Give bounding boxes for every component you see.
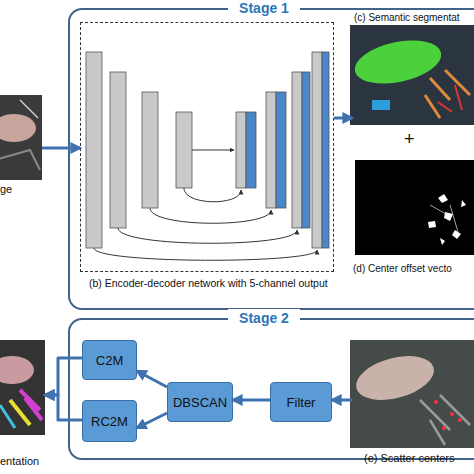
flow-arrow	[334, 117, 352, 120]
box-label: DBSCAN	[173, 395, 227, 410]
encoder-bars-part	[176, 112, 192, 188]
output-photo-part	[0, 405, 15, 428]
encoder-bars	[86, 52, 192, 248]
process-box: C2M	[82, 340, 137, 380]
segmentation-photo-part	[438, 85, 462, 112]
segmentation-photo-part	[351, 33, 445, 90]
input-photo-part	[0, 150, 40, 170]
input-photo-part	[0, 114, 36, 142]
scatter-photo-part	[420, 395, 470, 445]
network-box: (b) Encoder-decoder network with 5-chann…	[80, 22, 334, 272]
panel-caption: (c) Semantic segmentat	[354, 12, 460, 24]
plus-sign: +	[404, 129, 415, 149]
panel-caption: (b) Encoder-decoder network with 5-chann…	[89, 277, 328, 289]
process-box: DBSCAN	[167, 382, 233, 422]
box-label: C2M	[96, 353, 123, 368]
box-label: Filter	[287, 395, 316, 410]
output-photo-part	[10, 400, 30, 425]
skip-connections-part	[118, 228, 297, 243]
skip-connections-part	[192, 150, 234, 151]
scatter-image: (e) Scatter centers	[352, 342, 474, 450]
stage-title: Stage 2	[228, 309, 300, 327]
decoder-bars-part	[266, 92, 276, 208]
decoder-bars	[236, 52, 329, 248]
output-image: entation	[0, 340, 45, 435]
flow-arrow	[233, 399, 270, 402]
panel-caption: (d) Center offset vecto	[353, 263, 452, 275]
scatter-photo-part	[350, 340, 474, 448]
panel-caption: (e) Scatter centers	[364, 452, 454, 464]
scatter-photo-part	[450, 412, 454, 416]
decoder-bars-part	[312, 52, 322, 248]
segmentation-photo-part	[350, 25, 474, 125]
stage-title: Stage 1	[228, 0, 300, 17]
offset-vector-photo	[355, 160, 474, 255]
input-photo	[0, 95, 42, 180]
output-photo-part	[0, 356, 34, 384]
process-box: RC2M	[82, 400, 137, 442]
scatter-photo-part	[434, 400, 438, 404]
encoder-bars-part	[142, 92, 158, 208]
input-photo-part	[0, 95, 42, 180]
encoder-bars-part	[86, 52, 102, 248]
process-box: Filter	[270, 382, 332, 422]
offset-vector-photo-part	[430, 205, 458, 232]
decoder-bars-part	[322, 52, 329, 248]
flow-arrow	[45, 358, 82, 395]
scatter-photo	[350, 340, 474, 448]
skip-connections-part	[184, 188, 241, 202]
scatter-photo-part	[458, 418, 462, 422]
scatter-photo-part	[351, 348, 439, 407]
flow-arrow	[137, 371, 167, 387]
decoder-bars-part	[236, 112, 246, 188]
segmentation-photo-part	[372, 100, 390, 110]
decoder-bars-part	[276, 92, 286, 208]
offset-vector-photo-part	[355, 160, 474, 255]
decoder-bars-part	[292, 72, 302, 228]
segmentation-image: (c) Semantic segmentat	[352, 27, 474, 127]
scatter-photo-part	[442, 426, 446, 430]
skip-connections	[94, 150, 317, 260]
segmentation-photo	[350, 25, 474, 125]
skip-connections-part	[150, 208, 271, 223]
flow-arrow	[332, 399, 352, 402]
skip-connections-part	[94, 248, 317, 260]
output-photo	[0, 340, 45, 435]
panel-caption: ge	[0, 183, 12, 195]
box-label: RC2M	[91, 414, 128, 429]
segmentation-photo-part	[425, 70, 470, 118]
decoder-bars-part	[246, 112, 256, 188]
flow-arrow	[42, 147, 80, 150]
flow-arrow	[45, 395, 82, 420]
stage-band: Stage 2C2MDBSCANFilter(e) Scatter center…	[68, 318, 474, 460]
offset-image: (d) Center offset vecto	[357, 162, 474, 257]
panel-caption: entation	[0, 455, 39, 467]
flow-arrow	[137, 413, 167, 428]
stage-band: Stage 1(b) Encoder-decoder network with …	[68, 8, 474, 310]
input-image: ge	[0, 95, 42, 180]
offset-vector-photo-part	[428, 194, 466, 245]
decoder-bars-part	[302, 72, 310, 228]
encoder-bars-part	[110, 72, 126, 228]
input-photo-part	[20, 100, 38, 118]
output-photo-part	[0, 340, 45, 435]
